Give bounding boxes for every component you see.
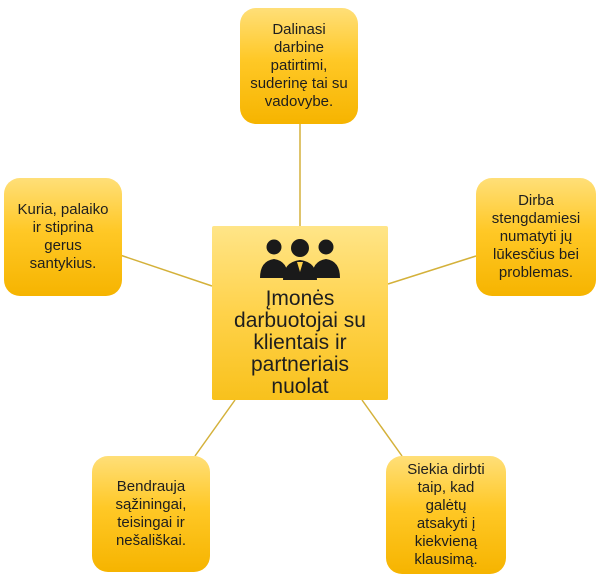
node-right: Dirba stengdamiesi numatyti jų lūkesčius…	[476, 178, 596, 296]
node-left: Kuria, palaiko ir stiprina gerus santyki…	[4, 178, 122, 296]
node-bottom-left: Bendrauja sąžiningai, teisingai ir nešal…	[92, 456, 210, 572]
connector-bottom-left	[194, 399, 236, 457]
people-group-icon	[260, 239, 340, 280]
node-top: Dalinasi darbine patirtimi, suderinę tai…	[240, 8, 358, 124]
center-label: Įmonės darbuotojai su klientais ir partn…	[234, 287, 366, 398]
node-left-text: Kuria, palaiko ir stiprina gerus santyki…	[17, 201, 109, 272]
connector-left	[119, 254, 213, 287]
node-bottom-right-text: Siekia dirbti taip, kad galėtų atsakyti …	[407, 461, 485, 568]
node-bottom-left-text: Bendrauja sąžiningai, teisingai ir nešal…	[115, 478, 187, 549]
connector-bottom-right	[361, 399, 403, 457]
node-top-text: Dalinasi darbine patirtimi, suderinę tai…	[250, 21, 348, 110]
node-bottom-right: Siekia dirbti taip, kad galėtų atsakyti …	[386, 456, 506, 574]
node-right-text: Dirba stengdamiesi numatyti jų lūkesčius…	[491, 192, 581, 281]
connector-right	[387, 255, 477, 285]
center-box: Įmonės darbuotojai su klientais ir partn…	[212, 226, 388, 400]
